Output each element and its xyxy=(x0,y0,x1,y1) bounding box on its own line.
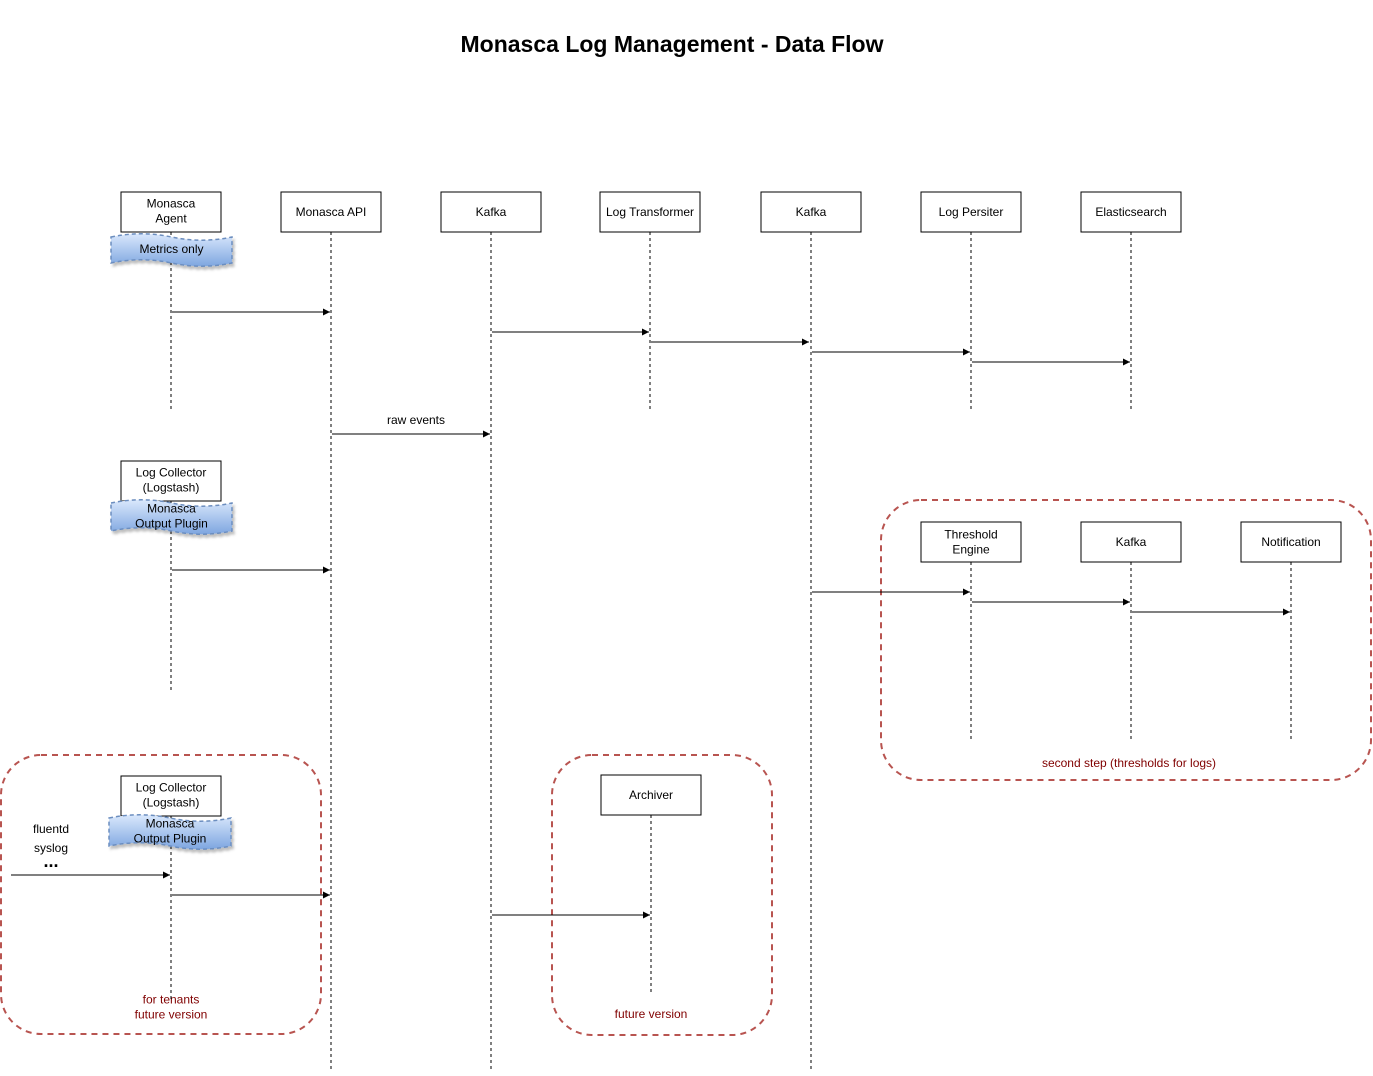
participant-notification: Notification xyxy=(1240,521,1342,563)
participant-archiver-box xyxy=(600,774,702,816)
participant-elastic: Elasticsearch xyxy=(1080,191,1182,233)
participant-agent-label-line-2: Agent xyxy=(155,212,187,226)
participant-api: Monasca API xyxy=(280,191,382,233)
participant-collector1: Log Collector(Logstash) xyxy=(120,460,222,502)
tape-plugin2-shape xyxy=(108,814,232,850)
participant-elastic-label-line-1: Elasticsearch xyxy=(1095,205,1166,219)
participant-kafka2: Kafka xyxy=(760,191,862,233)
tape-plugin2-label-line-2: Output Plugin xyxy=(134,832,207,846)
participant-collector1-label-line-1: Log Collector xyxy=(136,466,207,480)
tape-metrics: Metrics only xyxy=(110,233,233,267)
fluentd-label: fluentd xyxy=(33,822,69,836)
tape-plugin2-label-line-1: Monasca xyxy=(146,817,195,831)
participant-elastic-box xyxy=(1080,191,1182,233)
participant-agent-box xyxy=(120,191,222,233)
tape-plugin1-shape xyxy=(110,499,233,535)
participant-collector2-box xyxy=(120,775,222,817)
participant-kafka1: Kafka xyxy=(440,191,542,233)
participant-kafka1-box xyxy=(440,191,542,233)
more-sources-label: ... xyxy=(43,851,58,871)
participant-kafka2-label-line-1: Kafka xyxy=(796,205,827,219)
participant-persister-box xyxy=(920,191,1022,233)
participant-kafka3-label-line-1: Kafka xyxy=(1116,535,1147,549)
frame-label-tenants-line-1: for tenants xyxy=(143,993,200,1007)
frame-label-second-step-line-1: second step (thresholds for logs) xyxy=(1042,756,1216,770)
participant-persister-label-line-1: Log Persiter xyxy=(939,205,1004,219)
frame-label-archiver-line-1: future version xyxy=(615,1007,688,1021)
frame-second-step xyxy=(880,499,1372,781)
participant-threshold-label-line-1: Threshold xyxy=(944,528,997,542)
participant-collector2-label-line-1: Log Collector xyxy=(136,781,207,795)
participant-persister: Log Persiter xyxy=(920,191,1022,233)
tape-metrics-shape xyxy=(110,233,233,267)
participant-archiver: Archiver xyxy=(600,774,702,816)
participant-transformer-label-line-1: Log Transformer xyxy=(606,205,694,219)
participant-agent-label-line-1: Monasca xyxy=(147,197,196,211)
tape-metrics-label-line-1: Metrics only xyxy=(139,242,203,256)
participant-notification-box xyxy=(1240,521,1342,563)
participant-kafka1-label-line-1: Kafka xyxy=(476,205,507,219)
diagram-title: Monasca Log Management - Data Flow xyxy=(461,31,884,57)
participant-kafka3-box xyxy=(1080,521,1182,563)
messages-layer xyxy=(11,308,1290,919)
participant-collector1-box xyxy=(120,460,222,502)
participant-notification-label-line-1: Notification xyxy=(1261,535,1320,549)
frame-label-tenants-line-2: future version xyxy=(135,1008,208,1022)
participant-kafka2-box xyxy=(760,191,862,233)
participant-api-label-line-1: Monasca API xyxy=(296,205,367,219)
frame-label-archiver: future version xyxy=(615,1007,688,1021)
participant-archiver-label-line-1: Archiver xyxy=(629,788,673,802)
frame-tenants xyxy=(0,754,322,1035)
lifelines-layer xyxy=(170,232,1292,1070)
syslog-label: syslog xyxy=(34,841,68,855)
tape-plugin1-label-line-2: Output Plugin xyxy=(135,517,208,531)
participant-threshold-label-line-2: Engine xyxy=(952,543,990,557)
participant-collector2-label-line-2: (Logstash) xyxy=(143,796,200,810)
participant-transformer-box xyxy=(599,191,701,233)
raw-events-label: raw events xyxy=(387,413,445,427)
tape-plugin1-label-line-1: Monasca xyxy=(147,502,196,516)
frames-layer: second step (thresholds for logs) for ten… xyxy=(0,499,1372,1036)
frame-archiver xyxy=(551,754,773,1036)
participant-collector2: Log Collector(Logstash) xyxy=(120,775,222,817)
participant-transformer: Log Transformer xyxy=(599,191,701,233)
participant-kafka3: Kafka xyxy=(1080,521,1182,563)
participant-api-box xyxy=(280,191,382,233)
participant-threshold-box xyxy=(920,521,1022,563)
participant-collector1-label-line-2: (Logstash) xyxy=(143,481,200,495)
frame-label-second-step: second step (thresholds for logs) xyxy=(1042,756,1216,770)
